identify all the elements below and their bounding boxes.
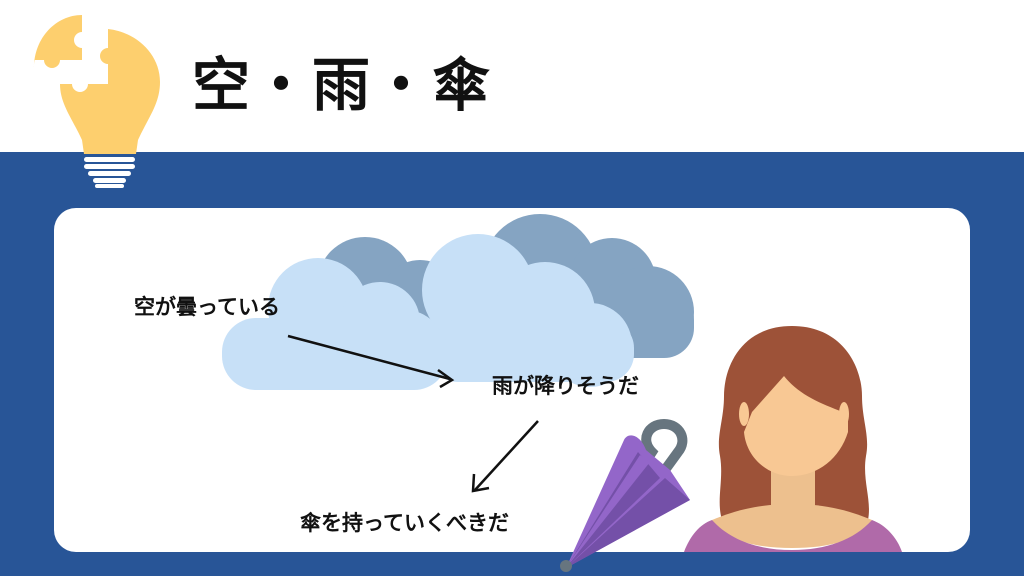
step-cloudy-sky: 空が曇っている [134,295,280,319]
header [0,0,1024,152]
lightbulb-puzzle-icon [34,15,160,188]
page-title: 空・雨・傘 [192,51,493,119]
step-likely-rain: 雨が降りそうだ [492,374,639,398]
step-take-umbrella: 傘を持っていくべきだ [300,511,509,535]
